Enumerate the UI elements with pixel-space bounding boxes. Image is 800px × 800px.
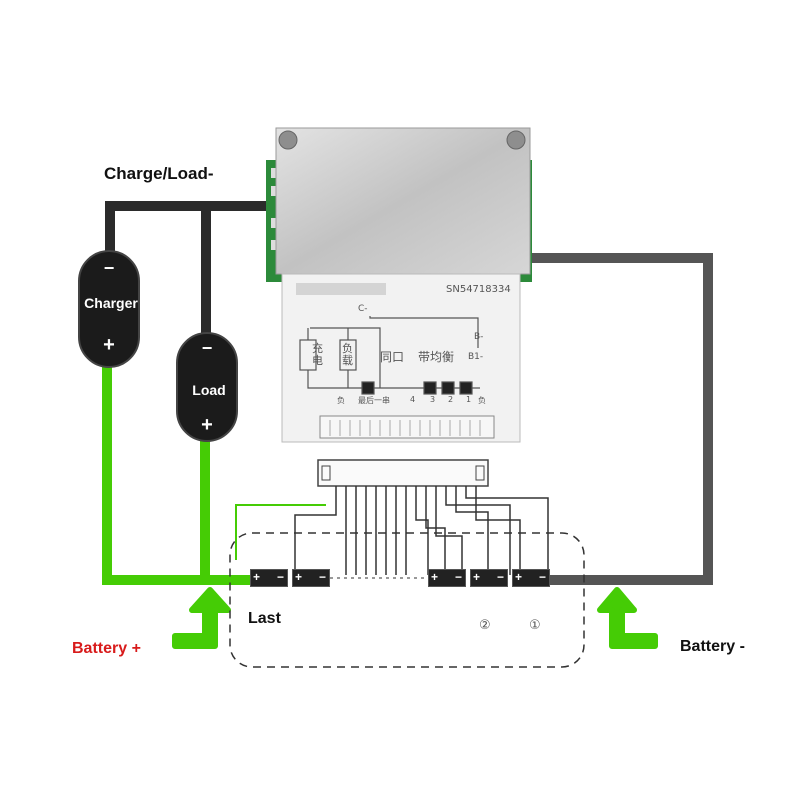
cell-negative: − — [496, 570, 504, 584]
cell-negative: − — [454, 570, 462, 584]
board-balance: 带均衡 — [418, 350, 455, 364]
cell-negative: − — [538, 570, 546, 584]
aluminium-heatsink — [275, 127, 531, 275]
cell-negative: − — [276, 570, 284, 584]
battery-cell: + − — [512, 569, 550, 587]
charger-minus: − — [103, 258, 115, 278]
battery-positive-label: Battery + — [72, 640, 141, 657]
charger-plus: + — [103, 334, 115, 356]
charge-load-negative-label: Charge/Load- — [104, 164, 214, 183]
battery-pack-outline — [229, 532, 585, 668]
board-charge: 充电 — [312, 342, 323, 367]
mount-hole-right — [506, 130, 526, 150]
battery-cell: + − — [428, 569, 466, 587]
load: − Load + — [176, 332, 238, 442]
battery-negative-wire — [520, 253, 713, 585]
board-pin-2: 2 — [448, 395, 454, 404]
balance-harness — [294, 486, 549, 575]
positive-wires — [102, 360, 326, 585]
cell-number-2: ② — [479, 618, 491, 633]
battery-negative-label: Battery - — [680, 638, 745, 655]
schematic-label — [299, 316, 480, 395]
board-pin-pos: 负 — [478, 396, 486, 405]
charger: − Charger + — [78, 250, 140, 368]
board-pin-neg: 负 — [337, 396, 345, 405]
board-pin-4: 4 — [410, 395, 416, 404]
board-pin-1: 1 — [466, 395, 472, 404]
battery-cell: + − — [250, 569, 288, 587]
balance-plug — [317, 459, 489, 487]
bms-board — [266, 127, 532, 443]
board-c-minus: C- — [358, 304, 368, 314]
board-serial: SN54718334 — [446, 284, 511, 295]
board-same-port: 同口 — [380, 350, 405, 364]
label-panel — [281, 273, 521, 443]
battery-cell: + − — [292, 569, 330, 587]
load-minus: − — [201, 338, 213, 358]
board-pin-3: 3 — [430, 395, 436, 404]
barcode — [296, 283, 386, 295]
board-pin-last: 最后一串 — [358, 396, 390, 405]
battery-cell: + − — [470, 569, 508, 587]
charge-load-negative-wire — [105, 201, 278, 258]
battery-negative-arrow — [597, 587, 658, 649]
cell-positive: + — [431, 570, 439, 584]
board-discharge: 负载 — [342, 342, 353, 367]
cell-positive: + — [295, 570, 303, 584]
load-plus: + — [201, 414, 213, 436]
balance-connector-socket — [319, 415, 495, 439]
cell-positive: + — [515, 570, 523, 584]
cell-negative: − — [318, 570, 326, 584]
last-cell-label: Last — [248, 610, 281, 627]
battery-positive-arrow — [172, 587, 231, 649]
load-label: Load — [192, 382, 226, 398]
cell-positive: + — [253, 570, 261, 584]
battery-positive-feed — [235, 504, 326, 560]
board-b-minus: B- — [474, 332, 484, 342]
cell-number-1: ① — [529, 618, 541, 633]
board-b1-minus: B1- — [468, 352, 484, 362]
negative-wires — [105, 201, 713, 585]
charger-label: Charger — [84, 295, 138, 311]
mount-hole-left — [278, 130, 298, 150]
cell-positive: + — [473, 570, 481, 584]
